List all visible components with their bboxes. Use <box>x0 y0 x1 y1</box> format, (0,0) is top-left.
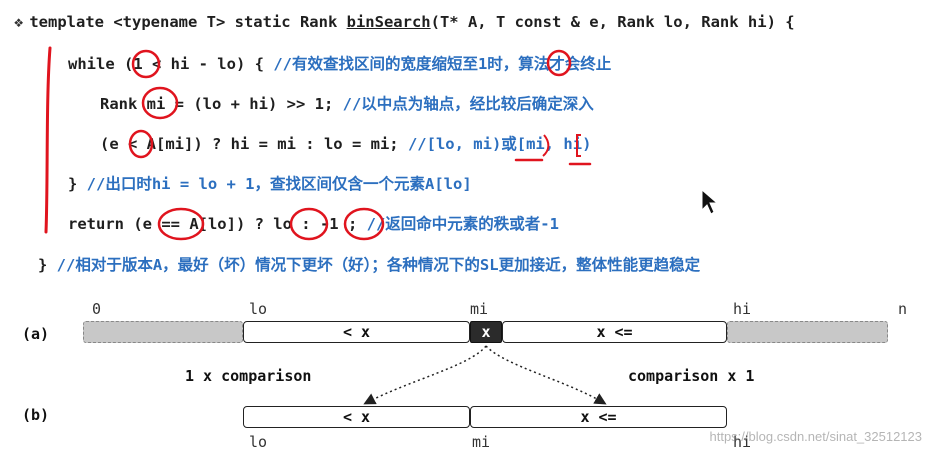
row-b-lo-label: lo <box>249 433 268 451</box>
comparison-arrow-left <box>363 345 487 405</box>
left-range-segment-a: < x <box>243 321 470 343</box>
loop-bracket-annotation <box>44 46 52 234</box>
mid-calc-statement: Rank mi = (lo + hi) >> 1; <box>100 95 343 113</box>
pivot-element: x <box>470 321 502 343</box>
ellipsis-right-segment <box>727 321 888 343</box>
exit-comment: //出口时hi = lo + 1，查找区间仅含一个元素A[lo] <box>86 175 472 193</box>
mid-calc-comment: //以中点为轴点，经比较后确定深入 <box>342 95 594 113</box>
parameter-list: (T* A, T const & e, Rank lo, Rank hi) { <box>430 13 795 31</box>
code-line-6: return (e == A[lo]) ? lo : -1 ; //返回命中元素… <box>68 214 559 234</box>
row-a-tag: (a) <box>22 325 50 343</box>
code-line-7: } //相对于版本A，最好（坏）情况下更坏（好）；各种情况下的SL更加接近，整体… <box>38 255 700 275</box>
watermark: https://blog.csdn.net/sinat_32512123 <box>709 429 923 444</box>
index-0-label: 0 <box>92 300 102 318</box>
ellipsis-left-segment <box>83 321 243 343</box>
function-close-brace: } <box>38 256 57 274</box>
mouse-cursor-icon <box>701 188 719 215</box>
row-b-hi-label: hi <box>733 433 752 451</box>
code-line-2: while (1 < hi - lo) { //有效查找区间的宽度缩短至1时，算… <box>68 54 611 74</box>
comparison-arrow-right <box>485 345 607 405</box>
code-line-1: ❖ template <typename T> static Rank binSe… <box>14 12 795 32</box>
template-signature: template <typename T> static Rank <box>29 13 347 31</box>
summary-comment: //相对于版本A，最好（坏）情况下更坏（好）；各种情况下的SL更加接近，整体性能… <box>56 256 701 274</box>
right-range-segment-b: x <= <box>470 406 727 428</box>
comparison-left-label: 1 x comparison <box>185 367 312 385</box>
return-comment: //返回命中元素的秩或者-1 <box>366 215 559 233</box>
row-b-tag: (b) <box>22 406 50 424</box>
code-line-4: (e < A[mi]) ? hi = mi : lo = mi; //[lo, … <box>100 134 591 154</box>
index-hi-label: hi <box>733 300 752 318</box>
left-range-segment-b: < x <box>243 406 470 428</box>
comparison-right-label: comparison x 1 <box>628 367 755 385</box>
code-line-3: Rank mi = (lo + hi) >> 1; //以中点为轴点，经比较后确… <box>100 94 594 114</box>
right-range-segment-a: x <= <box>502 321 727 343</box>
index-n-label: n <box>898 300 908 318</box>
code-line-5: } //出口时hi = lo + 1，查找区间仅含一个元素A[lo] <box>68 174 472 194</box>
while-comment: //有效查找区间的宽度缩短至1时，算法才会终止 <box>273 55 612 73</box>
function-name: binSearch <box>346 13 431 31</box>
return-statement: return (e == A[lo]) ? lo : -1 ; <box>68 215 367 233</box>
loop-close-brace: } <box>68 175 87 193</box>
compare-statement: (e < A[mi]) ? hi = mi : lo = mi; <box>100 135 408 153</box>
while-statement: while (1 < hi - lo) { <box>68 55 274 73</box>
row-b-mi-label: mi <box>472 433 491 451</box>
index-mi-label: mi <box>470 300 489 318</box>
bullet-diamond-icon: ❖ <box>14 13 24 31</box>
index-lo-label: lo <box>249 300 268 318</box>
compare-comment: //[lo, mi)或[mi, hi) <box>407 135 592 153</box>
